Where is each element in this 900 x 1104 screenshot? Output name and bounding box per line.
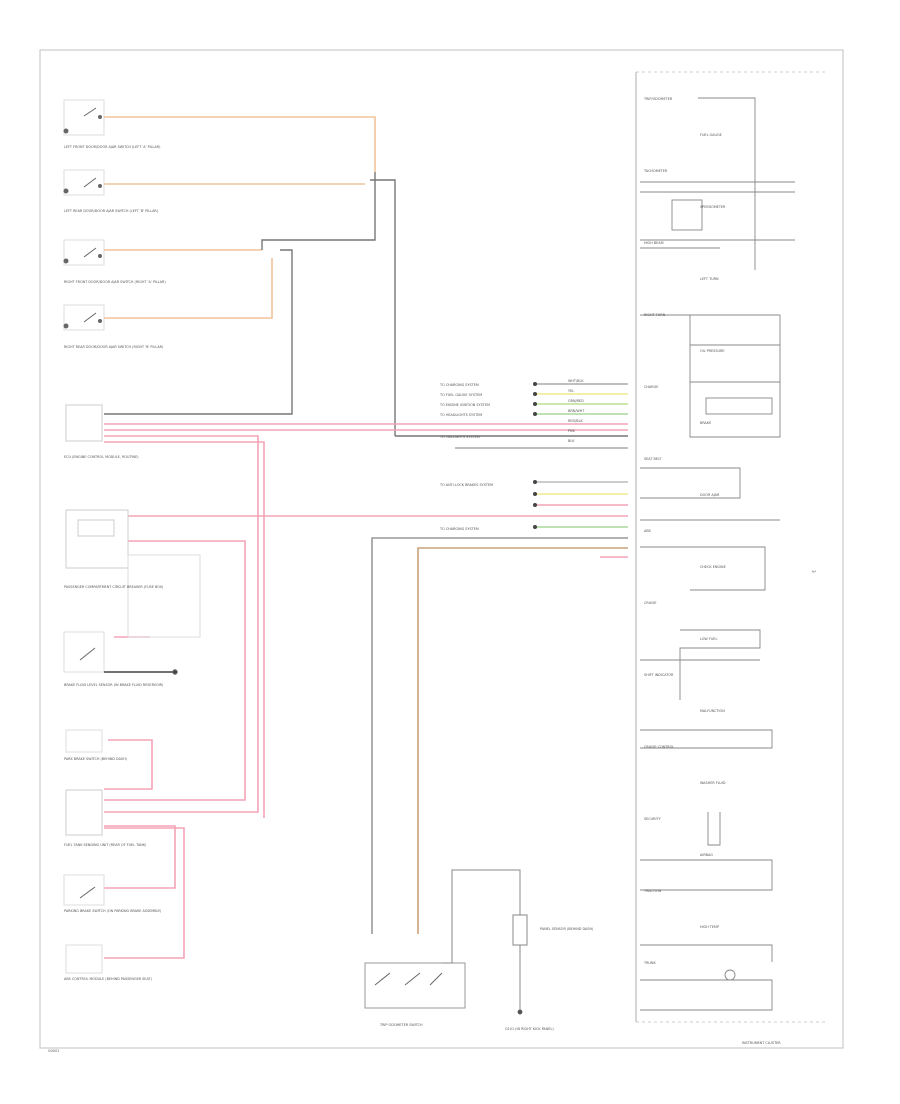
cluster-label: BRAKE: [700, 421, 711, 425]
cluster-label: DOOR AJAR: [700, 493, 720, 497]
mid-wire-label: TO ANTI-LOCK BRAKES SYSTEM: [439, 483, 493, 487]
instrument-cluster: [635, 71, 828, 1023]
mid-wire-label: TO CHARGING SYSTEM: [439, 527, 479, 531]
trip-odometer-switch: [364, 869, 528, 1015]
cluster-labels: TRIP/ODOMETER FUEL GAUGE TACHOMETER SPEEDOM…: [643, 97, 726, 965]
left-component-label: PARK BRAKE SWITCH (BEHIND DASH): [64, 757, 128, 761]
brake-fluid-sensor: [63, 631, 178, 675]
cluster-label: RIGHT TURN: [644, 313, 666, 317]
left-component-label: ECU (ENGINE CONTROL MODULE, ROUTINE): [64, 455, 139, 459]
mid-wire-label: TO FUEL GAUGE SYSTEM: [439, 393, 482, 397]
fuel-tank-unit: [65, 789, 103, 836]
cluster-label: CHARGE: [644, 385, 658, 389]
trip-switch-label: TRIP ODOMETER SWITCH: [379, 1023, 423, 1027]
cluster-label: LOW FUEL: [700, 637, 717, 641]
cluster-label: AIRBAG: [700, 853, 713, 857]
wire-tag: WHT/BLK: [568, 379, 584, 383]
diagram-border: [39, 49, 844, 1049]
cluster-label: SECURITY: [644, 817, 662, 821]
abs-module: [65, 944, 103, 974]
cluster-circuit-rows: [640, 97, 795, 1011]
left-component-label: LEFT FRONT DOOR/DOOR AJAR SWITCH (LEFT '…: [64, 145, 161, 149]
bus-connectors: [533, 382, 537, 529]
side-mark-text: 3: [811, 570, 816, 573]
cluster-label: CRUISE CONTROL: [644, 745, 674, 749]
mid-wire-label: TO ENGINE IGNITION SYSTEM: [439, 403, 490, 407]
mid-wire-labels: TO CHARGING SYSTEM TO FUEL GAUGE SYSTEM TO…: [439, 379, 585, 531]
footer-left-text: G0001: [48, 1049, 59, 1053]
cluster-label: TRUNK: [643, 961, 656, 965]
cluster-label: LEFT TURN: [700, 277, 719, 281]
ecu-block: [65, 404, 103, 442]
right-rear-door-switch: [63, 304, 105, 331]
cluster-label: TRIP/ODOMETER: [643, 97, 673, 101]
mid-wire-label: TO TAILLIGHTS SYSTEM: [439, 435, 480, 439]
red-power-wires: [104, 423, 628, 959]
cluster-label: OIL PRESSURE: [700, 349, 724, 353]
left-component-label: PASSENGER COMPARTMENT CIRCUIT BREAKER (F…: [64, 585, 164, 589]
left-component-label: RIGHT FRONT DOOR/DOOR AJAR SWITCH (RIGHT…: [64, 280, 166, 284]
fuse-box: [65, 509, 201, 638]
parking-brake-switch-2: [63, 874, 105, 906]
left-component-label: RIGHT REAR DOOR/DOOR AJAR SWITCH (RIGHT …: [64, 345, 164, 349]
cluster-label: TRACTION: [643, 889, 662, 893]
cluster-label: CHECK ENGINE: [700, 565, 726, 569]
mid-wire-label: TO HEADLIGHTS SYSTEM: [439, 413, 482, 417]
park-brake-switch: [65, 729, 103, 753]
left-component-label: ABS CONTROL MODULE (BEHIND PASSENGER SEA…: [64, 977, 153, 981]
door-ajar-wires: [104, 116, 376, 319]
cluster-label: CRUISE: [644, 601, 657, 605]
right-front-door-switch: [63, 239, 105, 266]
wire-tag: PNK: [568, 429, 576, 433]
cluster-label: MALFUNCTION: [700, 709, 725, 713]
wire-tag: RED/BLK: [568, 419, 583, 423]
cluster-label: ABS: [644, 529, 651, 533]
footer-right-text: INSTRUMENT CLUSTER: [742, 1041, 781, 1045]
left-rear-door-switch: [63, 169, 105, 196]
cluster-label: SPEEDOMETER: [700, 205, 726, 209]
mid-wire-label: TO CHARGING SYSTEM: [439, 383, 479, 387]
cluster-label: HIGH BEAM: [644, 241, 664, 245]
wire-tag: BLK: [568, 439, 575, 443]
ground-label: G101 (IN RIGHT KICK PANEL): [505, 1027, 554, 1031]
bus-wires: [371, 383, 628, 934]
wire-tag: GRN/RED: [568, 399, 584, 403]
left-component-label: LEFT REAR DOOR/DOOR AJAR SWITCH (LEFT 'B…: [64, 209, 159, 213]
wire-tag: BRN/WHT: [568, 409, 585, 413]
left-component-label: PARKING BRAKE SWITCH (ON PARKING BRAKE A…: [64, 909, 162, 913]
cluster-label: SEAT BELT: [644, 457, 662, 461]
left-front-door-switch: [63, 99, 105, 136]
wire-tag: YEL: [568, 389, 574, 393]
cluster-label: TACHOMETER: [643, 169, 668, 173]
left-component-label: FUEL TANK SENDING UNIT (REAR OF FUEL TAN…: [64, 843, 147, 847]
left-component-label: BRAKE FLUID LEVEL SENSOR (IN BRAKE FLUID…: [64, 683, 164, 687]
cluster-label: SHIFT INDICATOR: [644, 673, 674, 677]
door-ajar-grey-wires: [104, 172, 396, 436]
cluster-label: HIGH TEMP: [700, 925, 719, 929]
cluster-label: WASHER FLUID: [700, 781, 726, 785]
left-component-labels: LEFT FRONT DOOR/DOOR AJAR SWITCH (LEFT '…: [64, 145, 166, 981]
panel-sensor-label: PANEL SENSOR (BEHIND DASH): [540, 927, 594, 931]
cluster-label: FUEL GAUGE: [700, 133, 722, 137]
